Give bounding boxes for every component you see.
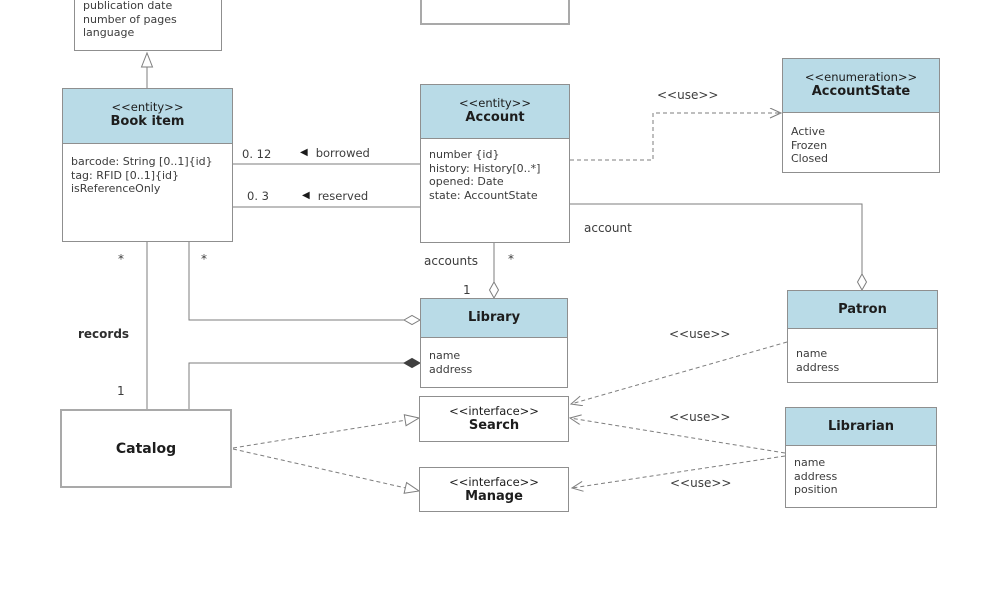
class-name: Manage [465,488,523,504]
role-label-accounts: accounts [424,254,479,268]
attribute: name [796,347,828,360]
class-header: Librarian [786,408,936,446]
interface-search[interactable]: <<interface>> Search [419,396,569,442]
read-direction-icon: ◀ [302,190,310,201]
class-librarian[interactable]: Librarian name address position [785,407,937,508]
attribute: number of pages [83,12,177,26]
realization-catalog-manage [232,448,421,494]
stereotype: <<interface>> [449,404,539,418]
class-patron[interactable]: Patron name address [787,290,938,383]
attribute: name [429,349,461,362]
class-header: <<entity>> Account [421,85,569,139]
class-name: Search [468,418,520,433]
multiplicity-borrowed: 0. 12 [242,147,272,161]
enum-literal: Frozen [791,138,828,152]
stereotype: <<entity>> [459,96,531,110]
class-header: <<entity>> Book item [63,89,232,144]
read-direction-icon: ◀ [300,147,308,158]
role-label-account: account [584,221,632,235]
class-account[interactable]: <<entity>> Account number {id} history: … [420,84,570,243]
realization-catalog-search [232,414,421,449]
attribute: history: History[0..*] [429,161,541,175]
association-account-patron [570,203,862,290]
attribute: address [796,360,840,374]
class-header: Library [421,299,567,338]
class-name: Library [467,310,521,325]
attribute: address [794,469,838,483]
class-name: Librarian [827,418,895,434]
attribute: opened: Date [429,175,504,188]
attribute: position [794,483,838,496]
class-publication[interactable]: publication date number of pages languag… [74,0,222,51]
multiplicity-one: 1 [463,283,471,297]
attribute: tag: RFID [0..1]{id} [71,168,180,182]
class-name: AccountState [811,84,911,99]
multiplicity-reserved: 0. 3 [247,189,269,203]
interface-manage[interactable]: <<interface>> Manage [419,467,569,512]
use-stereotype-label: <<use>> [657,88,719,102]
stereotype: <<entity>> [111,100,184,114]
use-stereotype-label: <<use>> [670,476,732,490]
attribute: publication date [83,0,173,12]
association-name: borrowed [315,146,370,160]
attribute: state: AccountState [429,188,538,202]
composition-catalog-library [188,363,420,409]
class-header: Patron [788,291,937,329]
dependency-patron-search [571,341,788,404]
attribute: name [794,456,826,469]
multiplicity-star: * [118,252,124,266]
dependency-librarian-manage [572,455,786,488]
attribute: number {id} [429,148,500,161]
dependency-librarian-search [570,418,786,454]
stereotype: <<enumeration>> [804,70,918,84]
attribute: address [429,362,473,376]
stereotype: <<interface>> [449,474,539,489]
class-name: Patron [838,301,887,317]
enum-literal: Closed [791,152,828,165]
class-library[interactable]: Library name address [420,298,568,388]
class-header: <<enumeration>> AccountState [783,59,939,113]
aggregation-bookitem-library [188,242,420,320]
association-label-reserved: ◀ reserved [302,189,368,203]
attribute: language [83,26,135,39]
class-account-state[interactable]: <<enumeration>> AccountState Active Froz… [782,58,940,173]
enum-literal: Active [791,125,826,138]
association-name: reserved [317,189,369,203]
use-stereotype-label: <<use>> [669,410,731,424]
class-unnamed-partial[interactable] [420,0,570,25]
association-label-borrowed: ◀ borrowed [300,146,370,160]
dependency-account-accountstate [570,113,781,161]
class-book-item[interactable]: <<entity>> Book item barcode: String [0.… [62,88,233,242]
multiplicity-star: * [508,252,514,266]
use-stereotype-label: <<use>> [669,327,731,341]
class-catalog[interactable]: Catalog [60,409,232,488]
class-name: Account [465,110,525,125]
class-name: Catalog [115,440,177,457]
multiplicity-one: 1 [117,384,125,398]
attribute: isReferenceOnly [71,182,161,195]
attribute: barcode: String [0..1]{id} [71,155,213,168]
class-name: Book item [110,114,185,129]
role-label-records: records [78,327,130,341]
multiplicity-star: * [201,252,207,266]
